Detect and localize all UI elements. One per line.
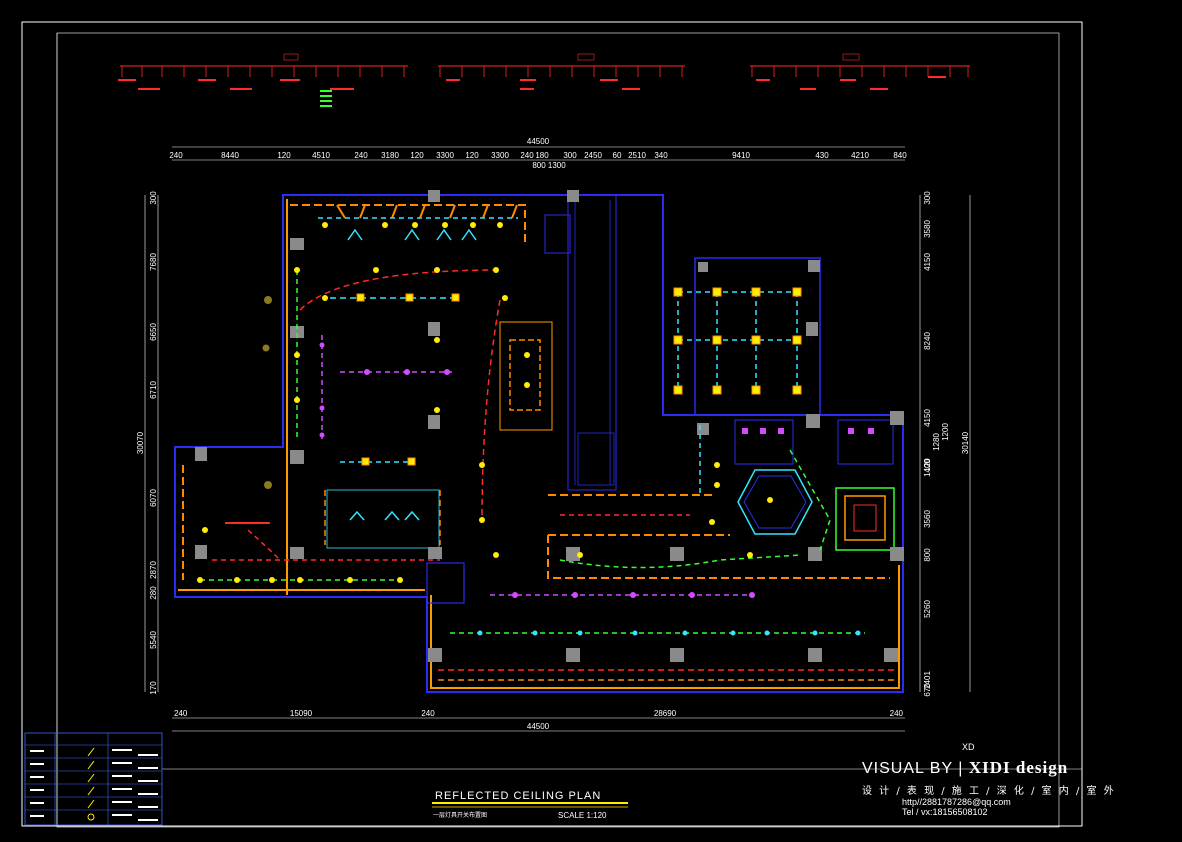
- dim-top-seg-17: 9410: [732, 151, 750, 160]
- dim-bottom-seg-3: 28690: [654, 709, 677, 718]
- dim-top-seg-20: 840: [893, 151, 907, 160]
- dim-right-seg-6: 1280: [932, 433, 941, 451]
- brand-block: XD VISUAL BY | XIDI design 设 计 / 表 现 / 施…: [862, 742, 1116, 817]
- dim-bottom-seg-2: 240: [421, 709, 435, 718]
- dim-right-seg-3: 8240: [923, 332, 932, 350]
- brand-email: http//2881787286@qq.com: [902, 797, 1011, 807]
- brand-services: 设 计 / 表 现 / 施 工 / 深 化 / 室 内 / 室 外: [862, 786, 1116, 797]
- dim-left-overall: 30070: [136, 431, 145, 454]
- brand-name: XIDI design: [968, 758, 1069, 777]
- dimension-top: 44500 240 8440 120 4510 240 3180 120 3300 120 330…: [169, 137, 907, 170]
- brand-logo: XD: [962, 742, 975, 752]
- dim-top-seg-4: 240: [354, 151, 368, 160]
- lighting-circuits: [182, 204, 895, 681]
- dim-left-seg-6: 280: [149, 586, 158, 600]
- dim-right-seg-0: 300: [923, 191, 932, 205]
- dim-right-overall: 30140: [961, 431, 970, 454]
- dimension-left: 30070 300 7680 6650 6710 6070 2870 280 5540 170: [136, 191, 159, 695]
- dim-right-seg-8: 120: [923, 458, 932, 472]
- dim-top-seg-13: 2450: [584, 151, 602, 160]
- circuit-diagram-2: [438, 53, 685, 90]
- dim-left-seg-0: 300: [149, 191, 158, 205]
- dim-top-seg-14: 60: [613, 151, 622, 160]
- dim-top-seg-15: 2510: [628, 151, 646, 160]
- dim-right-seg-2: 4150: [923, 253, 932, 271]
- dim-top-seg-19: 4210: [851, 151, 869, 160]
- structural-columns: [195, 190, 904, 662]
- dim-left-seg-4: 6070: [149, 489, 158, 507]
- dim-left-seg-1: 7680: [149, 253, 158, 271]
- legend-table: [24, 732, 163, 826]
- dim-top-seg-0: 240: [169, 151, 183, 160]
- dim-right-seg-12: 2401: [923, 671, 932, 689]
- dim-top-seg-2: 120: [277, 151, 291, 160]
- dim-top-overall: 44500: [527, 137, 550, 146]
- dim-right-seg-9: 3560: [923, 510, 932, 528]
- dim-right-seg-13: 670: [923, 683, 932, 697]
- dim-bottom-seg-4: 240: [890, 709, 904, 718]
- dim-right-seg-5: 1400: [923, 459, 932, 477]
- dim-top-seg-3: 4510: [312, 151, 330, 160]
- light-fixtures: [197, 204, 874, 636]
- drawing-frame: [21, 21, 1083, 828]
- dim-bottom-overall: 44500: [527, 722, 550, 731]
- dim-top-seg-10: 240: [520, 151, 534, 160]
- dim-left-seg-3: 6710: [149, 381, 158, 399]
- dim-right-seg-7: 1200: [941, 423, 950, 441]
- dim-right-seg-1: 3580: [923, 220, 932, 238]
- dim-top-seg-9: 3300: [491, 151, 509, 160]
- dim-top-seg-12: 300: [563, 151, 577, 160]
- dim-right-seg-4: 4150: [923, 409, 932, 427]
- dim-top-sub: 800 1300: [532, 161, 566, 170]
- dim-top-seg-1: 8440: [221, 151, 239, 160]
- dim-top-seg-18: 430: [815, 151, 829, 160]
- plan-title: REFLECTED CEILING PLAN: [435, 790, 601, 802]
- dim-left-seg-8: 170: [149, 681, 158, 695]
- dim-left-seg-5: 2870: [149, 561, 158, 579]
- dim-bottom-seg-1: 15090: [290, 709, 313, 718]
- dimension-bottom: 240 15090 240 28690 240 44500: [172, 709, 905, 732]
- circuit-diagram-3: [750, 53, 970, 90]
- dim-top-seg-7: 3300: [436, 151, 454, 160]
- dim-top-seg-8: 120: [465, 151, 479, 160]
- plan-scale: SCALE 1:120: [558, 811, 607, 820]
- dim-top-seg-5: 3180: [381, 151, 399, 160]
- dim-right-seg-11: 5260: [923, 600, 932, 618]
- floor-plan-walls: [174, 194, 904, 693]
- dim-bottom-seg-0: 240: [174, 709, 188, 718]
- title-block: REFLECTED CEILING PLAN 一层灯具开关布置图 SCALE 1…: [432, 790, 628, 820]
- brand-phone: Tel / vx:18156508102: [902, 807, 988, 817]
- dim-top-seg-11: 180: [535, 151, 549, 160]
- dim-left-seg-2: 6650: [149, 323, 158, 341]
- dim-left-seg-7: 5540: [149, 631, 158, 649]
- dim-top-seg-16: 340: [654, 151, 668, 160]
- dim-top-seg-6: 120: [410, 151, 424, 160]
- circuit-diagram-1: [118, 53, 408, 107]
- dim-right-seg-10: 800: [923, 548, 932, 562]
- plan-subtitle: 一层灯具开关布置图: [433, 811, 487, 819]
- brand-main: VISUAL BY | XIDI design: [862, 758, 1069, 777]
